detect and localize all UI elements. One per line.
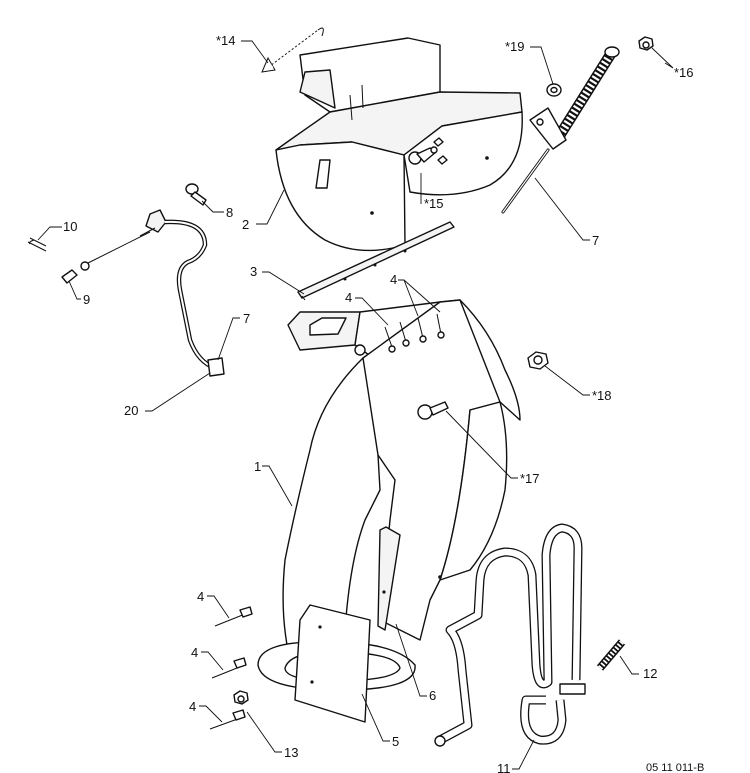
part-7-cable-lower	[87, 209, 225, 377]
callout-17: *17	[520, 471, 540, 486]
callout-4-e: 4	[189, 699, 196, 714]
callout-5: 5	[392, 734, 399, 749]
callout-1: 1	[254, 459, 261, 474]
part-13-nut	[233, 690, 249, 705]
callout-14: *14	[216, 33, 236, 48]
callout-18: *18	[592, 388, 612, 403]
part-19-washer	[546, 83, 562, 97]
callout-11: 11	[497, 761, 511, 773]
part-7-crank-upper	[501, 46, 620, 214]
leader-lines	[37, 40, 674, 770]
callout-16: *16	[674, 65, 694, 80]
callout-7-lower: 7	[243, 311, 250, 326]
callout-3: 3	[250, 264, 257, 279]
callout-20: 20	[124, 403, 138, 418]
part-1-chute	[257, 299, 521, 723]
part-4-rivets-upper	[384, 313, 445, 353]
callout-4-c: 4	[197, 589, 204, 604]
part-2-deflector	[275, 37, 523, 252]
callout-4-a: 4	[345, 290, 352, 305]
part-18-nut	[527, 351, 549, 370]
callout-13: 13	[284, 745, 298, 760]
callout-4-d: 4	[191, 645, 198, 660]
callout-19: *19	[505, 39, 525, 54]
callout-10: 10	[63, 219, 77, 234]
callout-6: 6	[429, 688, 436, 703]
part-10-cotter-pin	[27, 237, 47, 252]
part-12-spring	[596, 639, 626, 671]
part-14-spring	[261, 27, 324, 73]
part-11-handle	[434, 523, 586, 747]
callout-2: 2	[242, 217, 249, 232]
part-16-nut	[638, 36, 654, 51]
callout-15: *15	[424, 196, 444, 211]
drawing-number: 05 11 011-B	[646, 762, 704, 773]
part-9-pin	[61, 261, 90, 284]
callout-4-b: 4	[390, 272, 397, 287]
callout-labels: *14 *19 *16 8 2 *15 7 10 9 3 4 4 7 *18 2…	[63, 33, 704, 773]
callout-8: 8	[226, 205, 233, 220]
callout-7-upper: 7	[592, 233, 599, 248]
part-4-rivets-lower	[209, 606, 253, 730]
part-3-scraper-plate	[297, 221, 455, 301]
callout-9: 9	[83, 292, 90, 307]
callout-12: 12	[643, 666, 657, 681]
